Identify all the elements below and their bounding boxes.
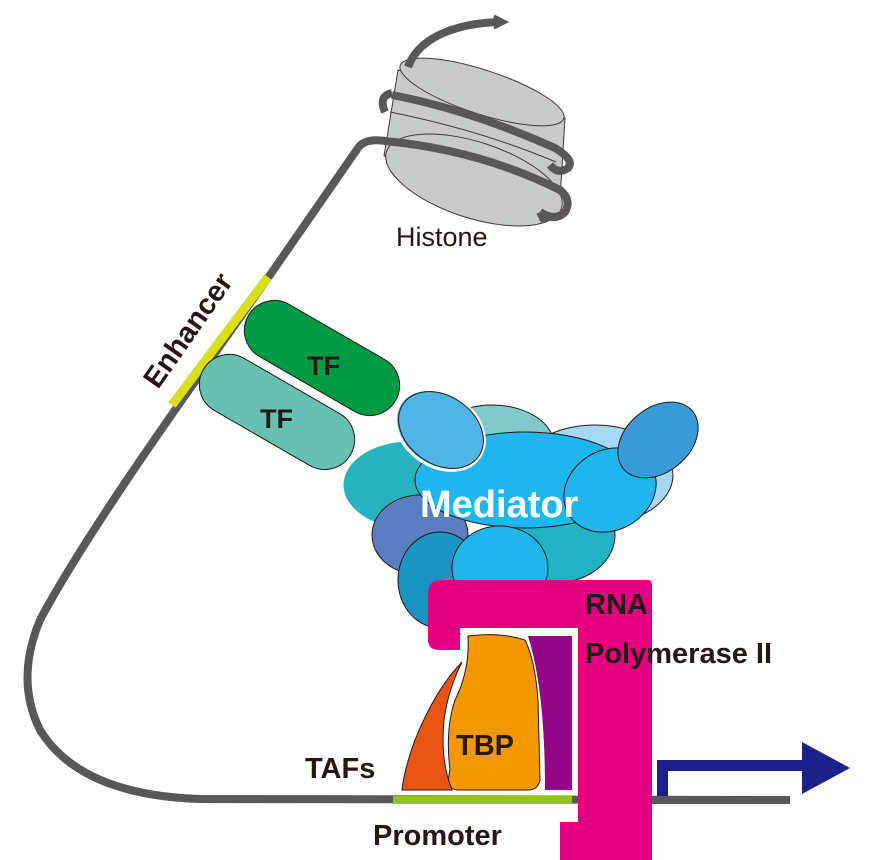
tafs-label: TAFs: [305, 753, 375, 785]
tafs: [401, 661, 463, 791]
tbp: TBP: [447, 634, 541, 791]
tf-bottom: TF: [198, 354, 356, 470]
dna-strand: [23, 145, 791, 804]
transcription-start-arrow: [657, 742, 850, 802]
rna-polymerase-label-line2: Polymerase II: [585, 638, 772, 670]
tf-top-label: TF: [307, 351, 340, 381]
mediator-complex: [340, 388, 699, 629]
mediator-label: Mediator: [420, 484, 579, 526]
mediator-subunit: [398, 391, 484, 469]
rna-polymerase-label-line1: RNA: [585, 589, 648, 621]
promoter-label: Promoter: [373, 820, 502, 852]
histone-label: Histone: [396, 222, 488, 252]
tf-top: TF: [243, 300, 401, 416]
dna-wrap: [354, 14, 574, 224]
tf-bottom-label: TF: [260, 404, 293, 434]
rna-polymerase-ii: [428, 580, 652, 860]
mediator-subunit: [617, 401, 699, 479]
purple-subunit: [528, 636, 572, 790]
enhancer-segment: [168, 274, 272, 408]
tbp-label: TBP: [456, 730, 514, 762]
